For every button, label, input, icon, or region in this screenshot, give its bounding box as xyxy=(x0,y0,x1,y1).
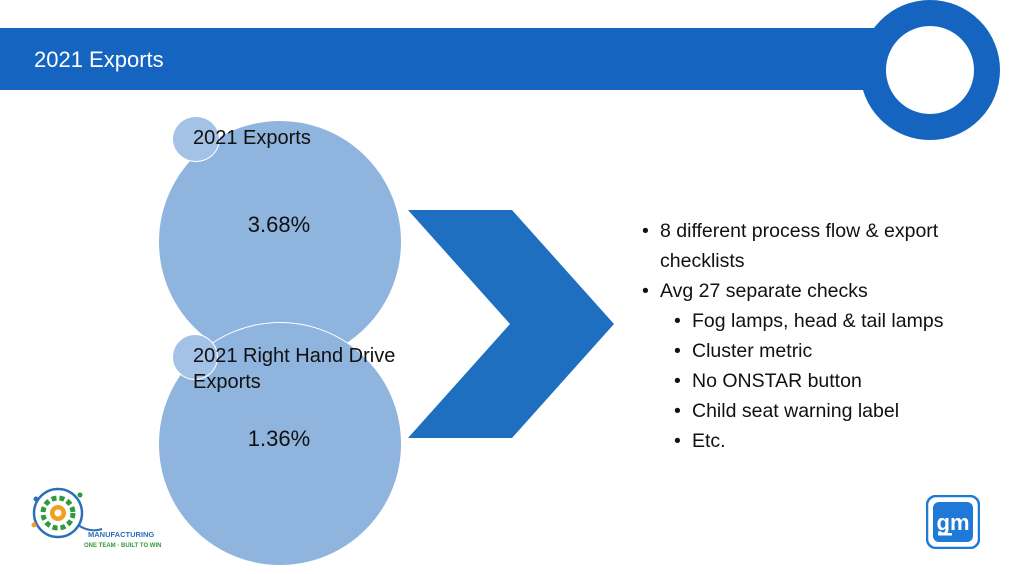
bullet-item: • 8 different process flow & export xyxy=(640,216,1020,246)
bullet-dot-icon: • xyxy=(674,430,681,452)
circle-value-exports: 3.68% xyxy=(247,212,311,237)
manufacturing-logo-text: MANUFACTURING xyxy=(88,530,154,539)
circle-label-rhd-exports: 2021 Right Hand Drive Exports xyxy=(193,345,396,393)
bullet-item: • Avg 27 separate checks xyxy=(640,276,1020,306)
sub-bullet-text: Etc. xyxy=(692,430,726,452)
sub-bullet-text: No ONSTAR button xyxy=(692,370,862,392)
chevron-right-icon xyxy=(408,210,614,438)
bullet-text-line1: 8 different process flow & export xyxy=(660,220,939,242)
bullet-dot-icon: • xyxy=(674,400,681,422)
ring-decoration-icon xyxy=(860,0,1000,140)
sub-bullet-text: Cluster metric xyxy=(692,340,813,362)
bullet-text-continued: checklists xyxy=(660,250,745,272)
slide-title: 2021 Exports xyxy=(34,47,164,72)
bullet-dot-icon: • xyxy=(674,370,681,392)
sub-bullet-item: • Fog lamps, head & tail lamps xyxy=(640,306,1020,336)
bullet-list: • 8 different process flow & export chec… xyxy=(640,216,1020,456)
sub-bullet-item: • Etc. xyxy=(640,426,1020,456)
sub-bullet-text: Fog lamps, head & tail lamps xyxy=(692,310,944,332)
gm-logo-text: gm xyxy=(937,510,970,535)
sub-bullet-item: • Child seat warning label xyxy=(640,396,1020,426)
bullet-dot-icon: • xyxy=(674,310,681,332)
manufacturing-gear-logo-icon: MANUFACTURING ONE TEAM · BUILT TO WIN xyxy=(31,487,161,549)
sub-bullet-item: • No ONSTAR button xyxy=(640,366,1020,396)
circle-label-exports: 2021 Exports xyxy=(193,127,311,149)
manufacturing-logo-tagline: ONE TEAM · BUILT TO WIN xyxy=(84,543,161,549)
small-circle-rhd-exports xyxy=(172,334,218,380)
circle-value-rhd-exports: 1.36% xyxy=(247,426,311,451)
small-circle-exports xyxy=(172,116,220,162)
gm-logo-icon: gm xyxy=(926,495,980,549)
sub-bullet-text: Child seat warning label xyxy=(692,400,900,422)
bullet-dot-icon: • xyxy=(642,280,649,302)
bullet-dot-icon: • xyxy=(642,220,649,242)
header-bar xyxy=(0,28,940,90)
sub-bullet-item: • Cluster metric xyxy=(640,336,1020,366)
bullet-text: Avg 27 separate checks xyxy=(660,280,868,302)
bullet-dot-icon: • xyxy=(674,340,681,362)
